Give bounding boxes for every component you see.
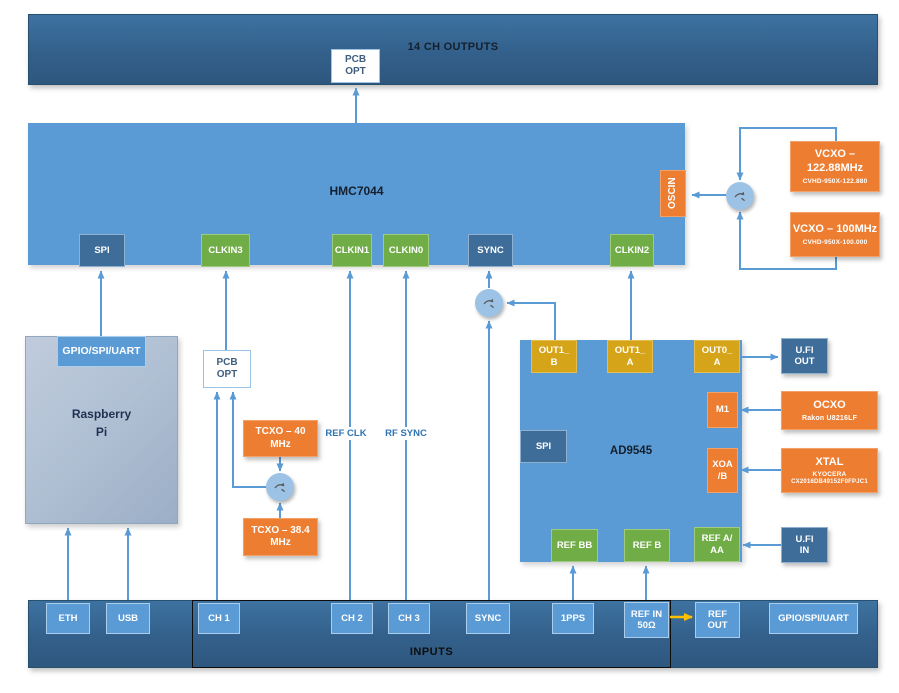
ad9545-port-refb: REF B — [624, 529, 670, 562]
input-port-sync: SYNC — [466, 603, 510, 634]
signal-switch-icon — [274, 482, 285, 493]
signal-switch-icon — [734, 191, 745, 202]
ocxo-title: OCXO — [813, 399, 846, 412]
tcxo-switch — [266, 473, 294, 501]
hmc-port-clkin2: CLKIN2 — [610, 234, 654, 267]
ad9545-port-m1: M1 — [707, 392, 738, 428]
ocxo-box: OCXO Rakon U8216LF — [781, 391, 878, 430]
input-port-ch3: CH 3 — [388, 603, 430, 634]
hmc-port-clkin3: CLKIN3 — [201, 234, 250, 267]
vcxo-switch — [726, 182, 754, 210]
vcxo-100-title: VCXO – 100MHz — [792, 223, 878, 236]
inputs-label: INPUTS — [409, 646, 454, 658]
signal-switch-icon — [483, 298, 494, 309]
pcb-opt-top-line2: OPT — [345, 66, 366, 77]
hmc-port-clkin1: CLKIN1 — [332, 234, 372, 267]
vcxo-100-part: CVHD-950X-100.000 — [802, 238, 868, 246]
ad9545-port-out1a: OUT1_A — [607, 340, 653, 373]
hmc-port-sync: SYNC — [468, 234, 513, 267]
sync-switch — [475, 289, 503, 317]
input-port-eth: ETH — [46, 603, 90, 634]
input-port-ch2: CH 2 — [331, 603, 373, 634]
outputs-bar — [28, 14, 878, 85]
ocxo-part: Rakon U8216LF — [801, 414, 858, 422]
wire-label-rf-sync: RF SYNC — [383, 427, 429, 440]
xtal-title: XTAL — [815, 456, 844, 469]
ad9545-port-refbb: REF BB — [551, 529, 598, 562]
ad9545-port-refaa: REF A/AA — [694, 527, 740, 562]
pcb-opt-top-box: PCB OPT — [331, 49, 380, 83]
tcxo-384-box: TCXO – 38.4 MHz — [243, 518, 318, 556]
tcxo-40-box: TCXO – 40 MHz — [243, 420, 318, 457]
input-port-ch1: CH 1 — [198, 603, 240, 634]
outputs-bar-label: 14 CH OUTPUTS — [407, 41, 499, 53]
hmc-port-oscin: OSCIN — [660, 170, 686, 217]
ad9545-port-out0a: OUT0_A — [694, 340, 740, 373]
wire-label-ref-clk: REF CLK — [323, 427, 369, 440]
ad9545-label: AD9545 — [609, 445, 653, 457]
pcb-opt-mid-box: PCB OPT — [203, 350, 251, 388]
hmc-port-spi: SPI — [79, 234, 125, 267]
xtal-part1: KYOCERA — [812, 470, 847, 478]
vcxo-122-title: VCXO – 122.88MHz — [806, 148, 864, 174]
raspberry-pi-block — [25, 336, 178, 524]
xtal-part2: CX2016DB49152F0FPJC1 — [791, 478, 868, 485]
input-port-gpio-spi-uart: GPIO/SPI/UART — [769, 603, 858, 634]
hmc-port-clkin0: CLKIN0 — [383, 234, 429, 267]
pi-port-gpio-spi-uart: GPIO/SPI/UART — [57, 336, 146, 367]
inputs-outline — [192, 600, 671, 668]
vcxo-122-part: CVHD-950X-122.880 — [802, 177, 868, 185]
pcb-opt-mid-line2: OPT — [216, 369, 238, 380]
raspberry-pi-label: Raspberry Pi — [71, 407, 132, 439]
tcxo-40-title: TCXO – 40 MHz — [255, 426, 306, 450]
pcb-opt-top-line1: PCB — [344, 53, 367, 65]
vcxo-122-box: VCXO – 122.88MHz CVHD-950X-122.880 — [790, 141, 880, 192]
xtal-box: XTAL KYOCERA CX2016DB49152F0FPJC1 — [781, 448, 878, 493]
hmc7044-label: HMC7044 — [329, 184, 384, 198]
ad9545-port-xoab: XOA/B — [707, 448, 738, 493]
ad9545-port-out1b: OUT1_B — [531, 340, 577, 373]
vcxo-100-box: VCXO – 100MHz CVHD-950X-100.000 — [790, 212, 880, 257]
tcxo-384-title: TCXO – 38.4 MHz — [251, 524, 310, 549]
input-port-1pps: 1PPS — [552, 603, 594, 634]
ad9545-port-spi: SPI — [520, 430, 567, 463]
input-port-usb: USB — [106, 603, 150, 634]
pcb-opt-mid-line1: PCB — [216, 356, 238, 368]
